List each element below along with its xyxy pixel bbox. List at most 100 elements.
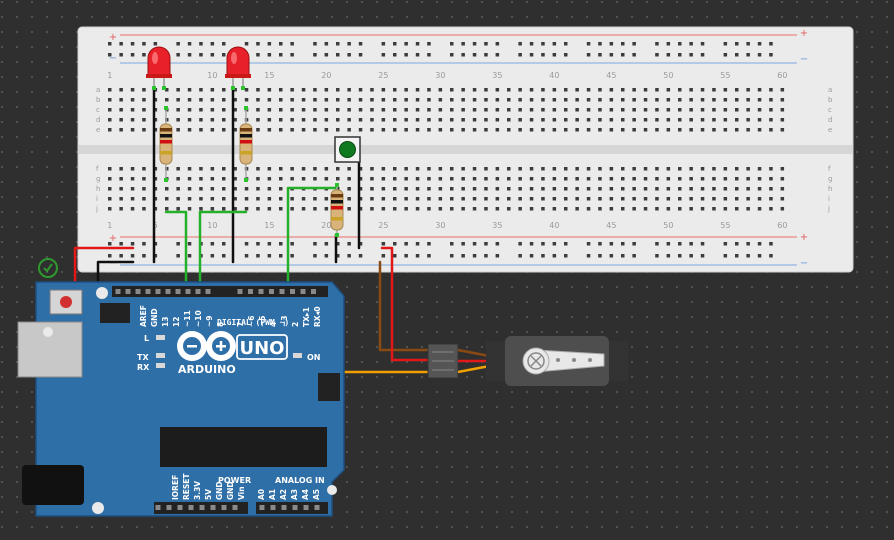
led-on-indicator: [293, 353, 302, 358]
status-check-icon: [38, 258, 58, 278]
row-letter-label: c: [828, 106, 832, 114]
bottom-pin-holes: [155, 505, 320, 510]
mount-hole: [43, 327, 53, 337]
icsp-header: [100, 303, 130, 323]
column-number-label: 20: [321, 71, 331, 80]
rail-sign-label: −: [800, 54, 808, 65]
led-rx-label: RX: [137, 363, 150, 372]
power-pin-label: RESET: [182, 473, 191, 500]
arduino-logo-text: ARDUINO: [178, 363, 236, 376]
analog-pin-label: A4: [301, 489, 310, 500]
rail-sign-label: +: [800, 28, 808, 39]
row-letter-label: h: [828, 185, 832, 193]
rail-sign-label: +: [109, 32, 117, 43]
push-button-cap[interactable]: [339, 141, 356, 158]
led-l-label: L: [144, 334, 149, 343]
analog-pin-label: A0: [257, 489, 266, 500]
red-led-2[interactable]: [225, 46, 251, 90]
led-tx-label: TX: [137, 353, 149, 362]
servo-motor[interactable]: [427, 336, 628, 386]
resistors[interactable]: [159, 106, 344, 237]
uno-model-text: UNO: [240, 338, 285, 359]
breadboard-labels: 1155101015152020252530303535404045455050…: [95, 28, 833, 269]
column-number-label: 15: [264, 71, 274, 80]
led-l-indicator: [156, 335, 165, 340]
rail-sign-label: −: [109, 53, 117, 64]
resistor-1[interactable]: [159, 106, 173, 182]
power-pin-label: IOREF: [171, 475, 180, 500]
column-number-label: 10: [207, 71, 217, 80]
push-button[interactable]: [334, 136, 361, 163]
digital-header[interactable]: [112, 286, 328, 297]
analog-pin-label: A1: [268, 489, 277, 500]
digital-pin-label: 7: [236, 322, 245, 327]
breadboard[interactable]: 1155101015152020252530303535404045455050…: [77, 26, 854, 273]
column-number-label: 50: [663, 221, 673, 230]
column-number-label: 1: [107, 71, 112, 80]
digital-pin-label: 4: [269, 322, 278, 327]
breadboard-holes: [108, 42, 785, 258]
leds[interactable]: [146, 46, 251, 90]
wire-green-pin10[interactable]: [198, 210, 248, 295]
power-pin-label: GND: [226, 481, 235, 500]
wire-red-servo-vcc[interactable]: [380, 246, 434, 362]
red-led-1[interactable]: [146, 46, 172, 90]
row-letter-label: a: [96, 86, 100, 94]
row-letter-label: f: [828, 165, 831, 173]
digital-pin-label: RX◂0: [313, 306, 322, 327]
rail-sign-label: +: [109, 233, 117, 244]
breadboard-center-channel: [78, 145, 853, 154]
rail-sign-label: −: [109, 258, 117, 269]
analog-pin-label: A2: [279, 489, 288, 500]
digital-pin-label: ~9: [205, 315, 214, 327]
row-letter-label: g: [96, 175, 100, 183]
wire-green-pin11[interactable]: [164, 210, 188, 295]
servo-screw-icon: [530, 355, 542, 367]
digital-pin-label: TX▸1: [302, 307, 311, 327]
led-on-label: ON: [307, 353, 321, 362]
digital-pin-label: 12: [172, 317, 181, 327]
row-letter-label: b: [828, 96, 833, 104]
column-number-label: 55: [720, 71, 730, 80]
column-number-label: 30: [435, 221, 445, 230]
column-number-label: 25: [378, 221, 388, 230]
column-number-label: 5: [153, 221, 158, 230]
digital-pin-label: ~11: [183, 310, 192, 327]
digital-pin-holes: [115, 289, 316, 294]
row-letter-label: d: [96, 116, 100, 124]
column-number-label: 60: [777, 71, 787, 80]
wire-green-pin2[interactable]: [286, 186, 338, 295]
rail-sign-label: +: [800, 232, 808, 243]
reset-button-cap[interactable]: [60, 296, 72, 308]
row-letter-label: i: [828, 195, 830, 203]
row-letter-label: j: [827, 205, 830, 213]
column-number-label: 40: [549, 71, 559, 80]
row-letter-label: d: [828, 116, 832, 124]
column-number-label: 25: [378, 71, 388, 80]
digital-pin-label: AREF: [139, 305, 148, 327]
resistor-2[interactable]: [239, 106, 253, 182]
digital-pin-label: GND: [150, 308, 159, 327]
row-letter-label: c: [96, 106, 100, 114]
digital-pin-label: 13: [161, 317, 170, 327]
power-jack: [22, 465, 84, 505]
column-number-label: 45: [606, 221, 616, 230]
digital-header-label: DIGITAL (PWM ~): [217, 318, 289, 327]
row-letter-label: g: [828, 175, 832, 183]
wire-brown-servo-gnd[interactable]: [378, 260, 434, 352]
resistor-3[interactable]: [330, 183, 344, 237]
atmega-chip: [160, 427, 327, 467]
row-letter-label: a: [828, 86, 832, 94]
column-number-label: 1: [107, 221, 112, 230]
power-pin-label: Vin: [237, 486, 246, 500]
analog-pin-label: A5: [312, 489, 321, 500]
row-letter-label: j: [95, 205, 98, 213]
mount-hole: [327, 485, 337, 495]
status-check-mark: [43, 263, 53, 273]
power-label: POWER: [218, 476, 251, 485]
column-number-label: 60: [777, 221, 787, 230]
row-letter-label: e: [96, 126, 100, 134]
